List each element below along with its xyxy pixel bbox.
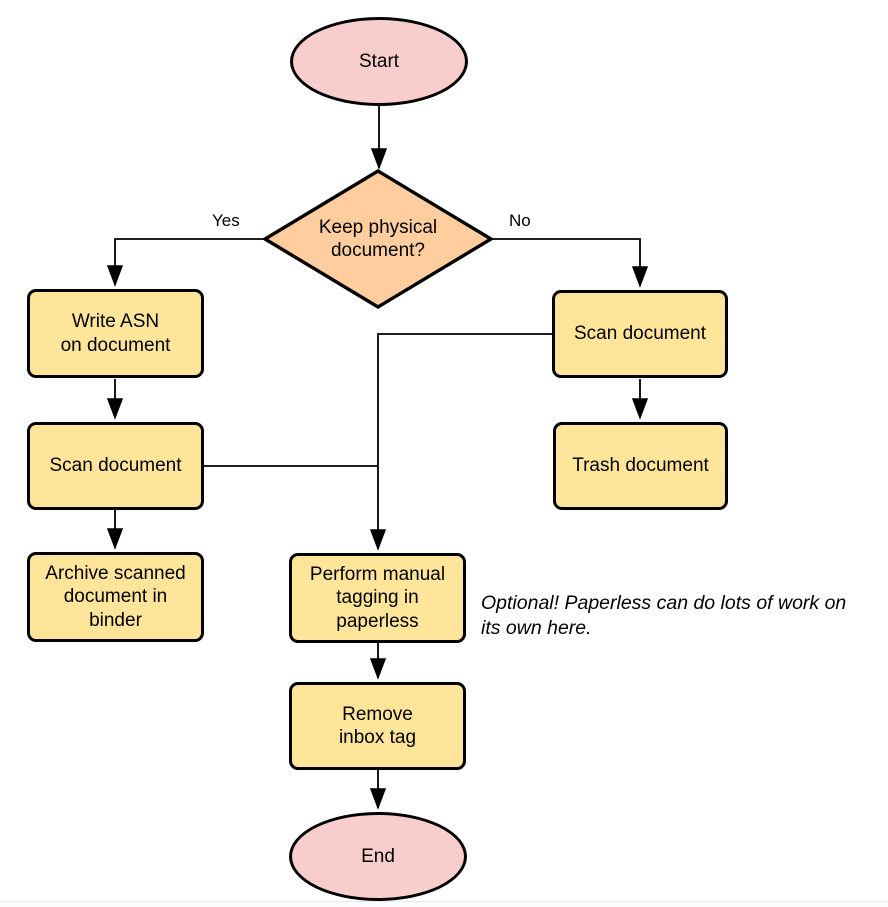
optional-note: Optional! Paperless can do lots of work … — [481, 592, 847, 639]
decision-node-label: Keep physical document? — [318, 216, 438, 261]
archive-node: Archive scanned document in binder — [27, 552, 204, 642]
manual-tagging-node: Perform manual tagging in paperless — [289, 553, 466, 643]
edge-decision-no-to-scan-right — [491, 238, 649, 288]
edge-label-yes: Yes — [212, 211, 240, 230]
edge-scan-right-to-tagging — [369, 333, 552, 551]
start-node: Start — [290, 17, 468, 106]
trash-document-node: Trash document — [553, 422, 728, 510]
scan-document-left-node: Scan document — [27, 422, 204, 510]
decision-diamond-shape — [261, 169, 495, 309]
page-bottom-edge — [0, 901, 888, 907]
remove-inbox-tag-node: Remove inbox tag — [289, 682, 466, 770]
scan-document-right-node: Scan document — [552, 290, 728, 378]
edge-label-no: No — [509, 211, 531, 230]
edge-decision-yes-to-write-asn — [106, 238, 265, 287]
write-asn-node: Write ASN on document — [27, 289, 204, 378]
end-node: End — [289, 812, 467, 901]
